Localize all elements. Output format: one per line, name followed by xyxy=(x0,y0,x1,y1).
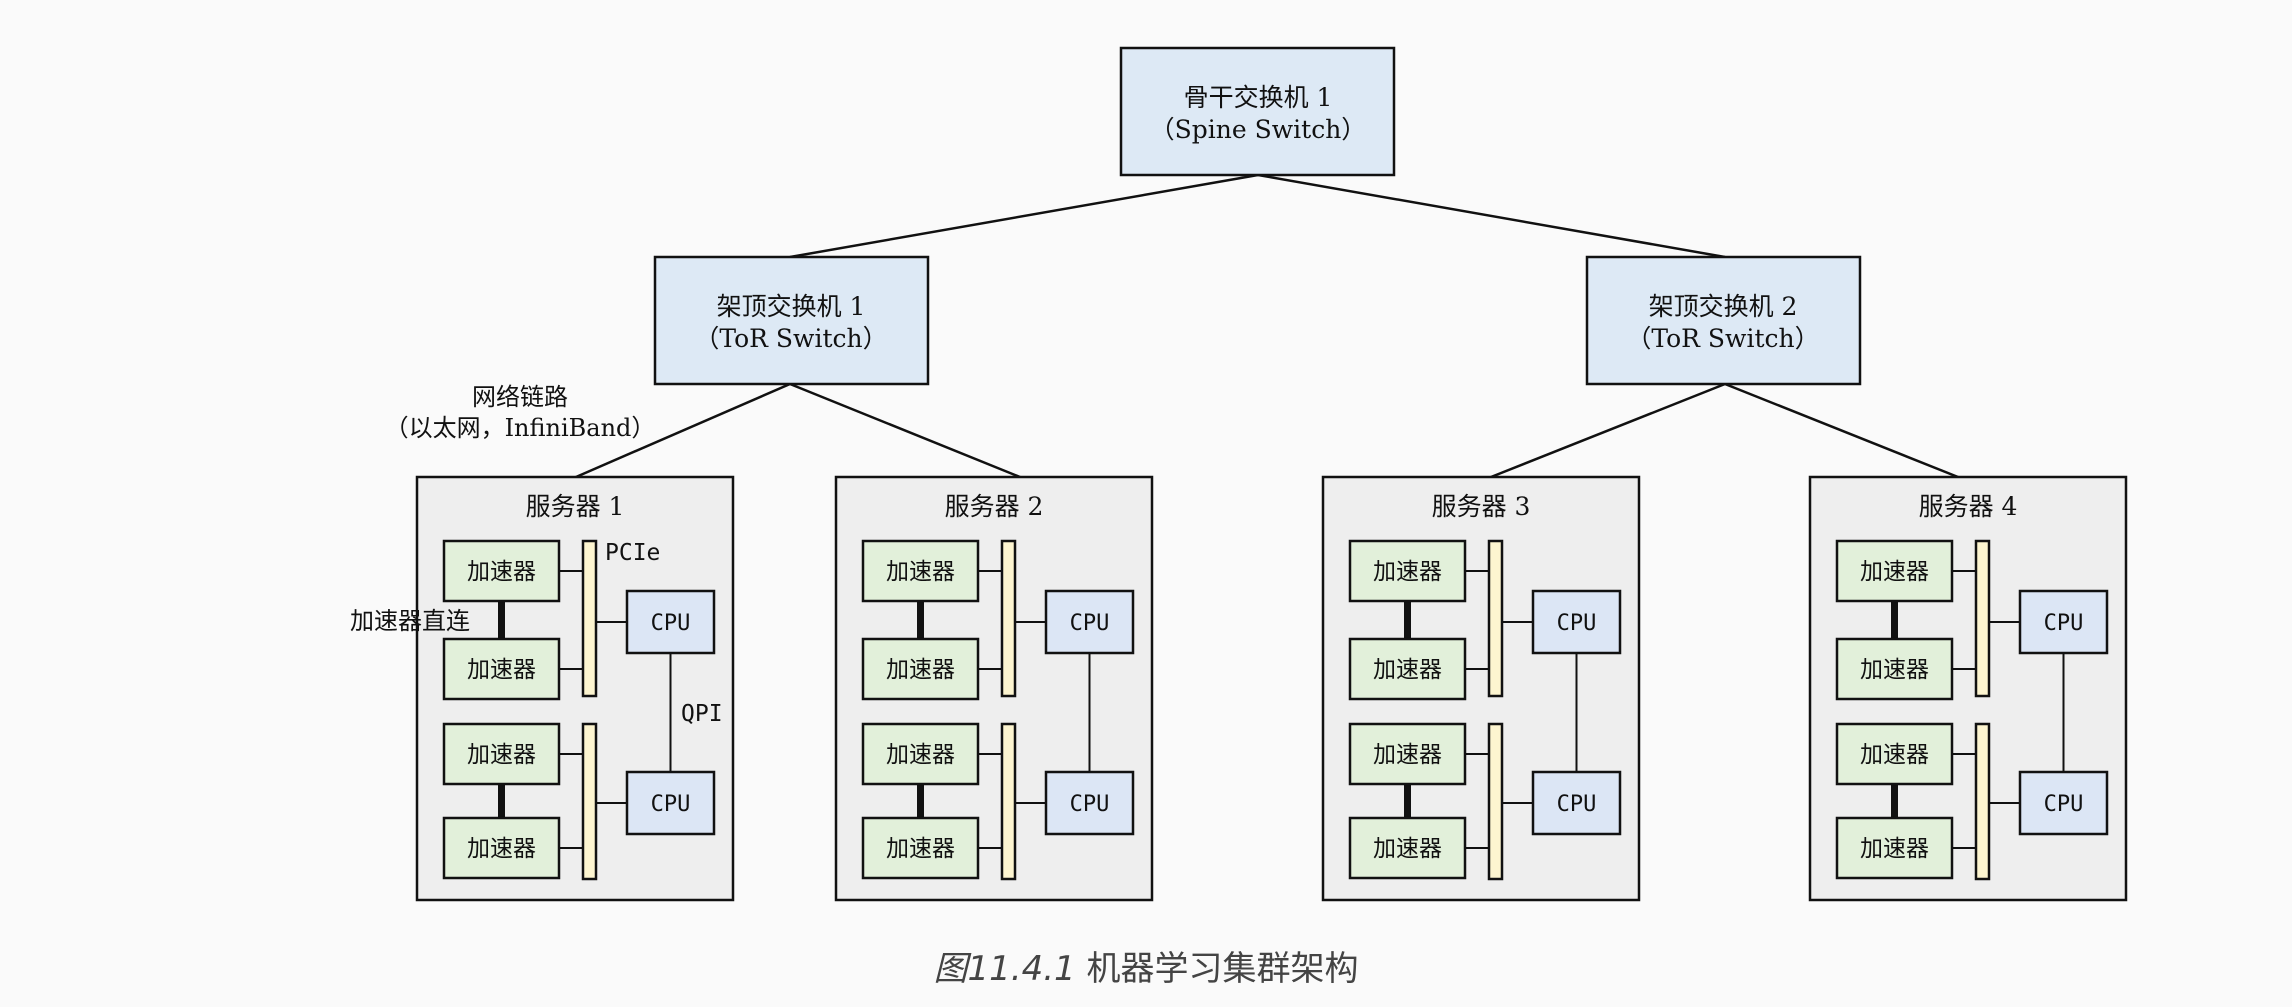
accelerator-label: 加速器 xyxy=(467,742,536,768)
cpu-box xyxy=(1531,589,1622,655)
spine-switch-label: 骨干交换机 1 xyxy=(1184,83,1333,112)
link-spine-tor2 xyxy=(1257,173,1726,259)
figure-caption: 图11.4.1 机器学习集群架构 xyxy=(0,941,2292,990)
accelerator-box xyxy=(1348,637,1467,701)
network-link-type-annotation: （以太网，InfiniBand） xyxy=(385,414,656,442)
accelerator-box xyxy=(861,816,980,880)
cpu-label: CPU xyxy=(1070,611,1110,636)
link-tor2-server4 xyxy=(1724,382,1959,479)
pcie-bus xyxy=(1000,722,1017,881)
accelerator-label: 加速器 xyxy=(1860,836,1929,862)
pcie-bus xyxy=(1974,539,1991,698)
annotations: 网络链路 （以太网，InfiniBand） PCIe QPI 加速器直连 xyxy=(350,383,723,727)
accelerator-box xyxy=(1348,539,1467,603)
tor-switch-2-sublabel: （ToR Switch） xyxy=(1626,324,1819,353)
accelerator-box xyxy=(1348,722,1467,786)
tor-switch-1-label: 架顶交换机 1 xyxy=(717,292,866,321)
link-tor2-server3 xyxy=(1490,382,1726,479)
accelerator-box xyxy=(1835,539,1954,603)
accelerator-box xyxy=(861,637,980,701)
cpu-box xyxy=(625,770,716,836)
accelerator-box xyxy=(442,637,561,701)
cpu-label: CPU xyxy=(651,792,691,817)
tor-switch-2-label: 架顶交换机 2 xyxy=(1649,292,1798,321)
network-links xyxy=(575,173,1959,479)
cpu-label: CPU xyxy=(2044,611,2084,636)
qpi-annotation: QPI xyxy=(681,701,723,727)
cluster-architecture-diagram: 骨干交换机 1 （Spine Switch） 架顶交换机 1 （ToR Swit… xyxy=(350,46,2128,902)
accelerator-box xyxy=(861,539,980,603)
pcie-bus xyxy=(1487,722,1504,881)
tor-switch-1-sublabel: （ToR Switch） xyxy=(694,324,887,353)
accelerator-label: 加速器 xyxy=(1373,657,1442,683)
accelerator-label: 加速器 xyxy=(1373,836,1442,862)
figure-number: 图11.4.1 xyxy=(933,949,1076,989)
link-tor1-server1 xyxy=(575,382,791,479)
accelerator-box xyxy=(442,816,561,880)
cpu-label: CPU xyxy=(1557,611,1597,636)
spine-switch: 骨干交换机 1 （Spine Switch） xyxy=(1119,46,1396,177)
cpu-label: CPU xyxy=(651,611,691,636)
accelerator-label: 加速器 xyxy=(886,742,955,768)
accelerator-box xyxy=(442,722,561,786)
server-title: 服务器 1 xyxy=(526,492,625,521)
accelerator-box xyxy=(1835,722,1954,786)
cpu-box xyxy=(625,589,716,655)
cpu-label: CPU xyxy=(1070,792,1110,817)
accelerator-label: 加速器 xyxy=(1860,559,1929,585)
figure-title: 机器学习集群架构 xyxy=(1075,949,1359,989)
accelerator-box xyxy=(861,722,980,786)
accelerator-label: 加速器 xyxy=(467,559,536,585)
cpu-box xyxy=(1531,770,1622,836)
accelerator-direct-annotation: 加速器直连 xyxy=(350,607,470,635)
cpu-box xyxy=(2018,770,2109,836)
pcie-bus xyxy=(1974,722,1991,881)
accelerator-label: 加速器 xyxy=(1373,742,1442,768)
server-title: 服务器 2 xyxy=(945,492,1044,521)
pcie-bus xyxy=(1000,539,1017,698)
pcie-bus xyxy=(1487,539,1504,698)
accelerator-label: 加速器 xyxy=(1860,657,1929,683)
accelerator-label: 加速器 xyxy=(467,836,536,862)
server-title: 服务器 4 xyxy=(1919,492,2018,521)
pcie-bus xyxy=(581,722,598,881)
cpu-box xyxy=(1044,589,1135,655)
accelerator-box xyxy=(1835,637,1954,701)
accelerator-label: 加速器 xyxy=(886,559,955,585)
accelerator-label: 加速器 xyxy=(886,836,955,862)
cpu-label: CPU xyxy=(2044,792,2084,817)
accelerator-box xyxy=(1835,816,1954,880)
accelerator-label: 加速器 xyxy=(1860,742,1929,768)
cpu-label: CPU xyxy=(1557,792,1597,817)
link-tor1-server2 xyxy=(789,382,1021,479)
network-link-annotation: 网络链路 xyxy=(472,383,568,411)
tor-switch-2: 架顶交换机 2 （ToR Switch） xyxy=(1585,255,1862,386)
spine-switch-sublabel: （Spine Switch） xyxy=(1150,115,1367,144)
accelerator-box xyxy=(1348,816,1467,880)
pcie-annotation: PCIe xyxy=(605,540,660,566)
accelerator-label: 加速器 xyxy=(467,657,536,683)
link-spine-tor1 xyxy=(789,173,1259,259)
tor-switch-1: 架顶交换机 1 （ToR Switch） xyxy=(653,255,930,386)
pcie-bus xyxy=(581,539,598,698)
accelerator-box xyxy=(442,539,561,603)
server-title: 服务器 3 xyxy=(1432,492,1531,521)
accelerator-label: 加速器 xyxy=(1373,559,1442,585)
accelerator-label: 加速器 xyxy=(886,657,955,683)
